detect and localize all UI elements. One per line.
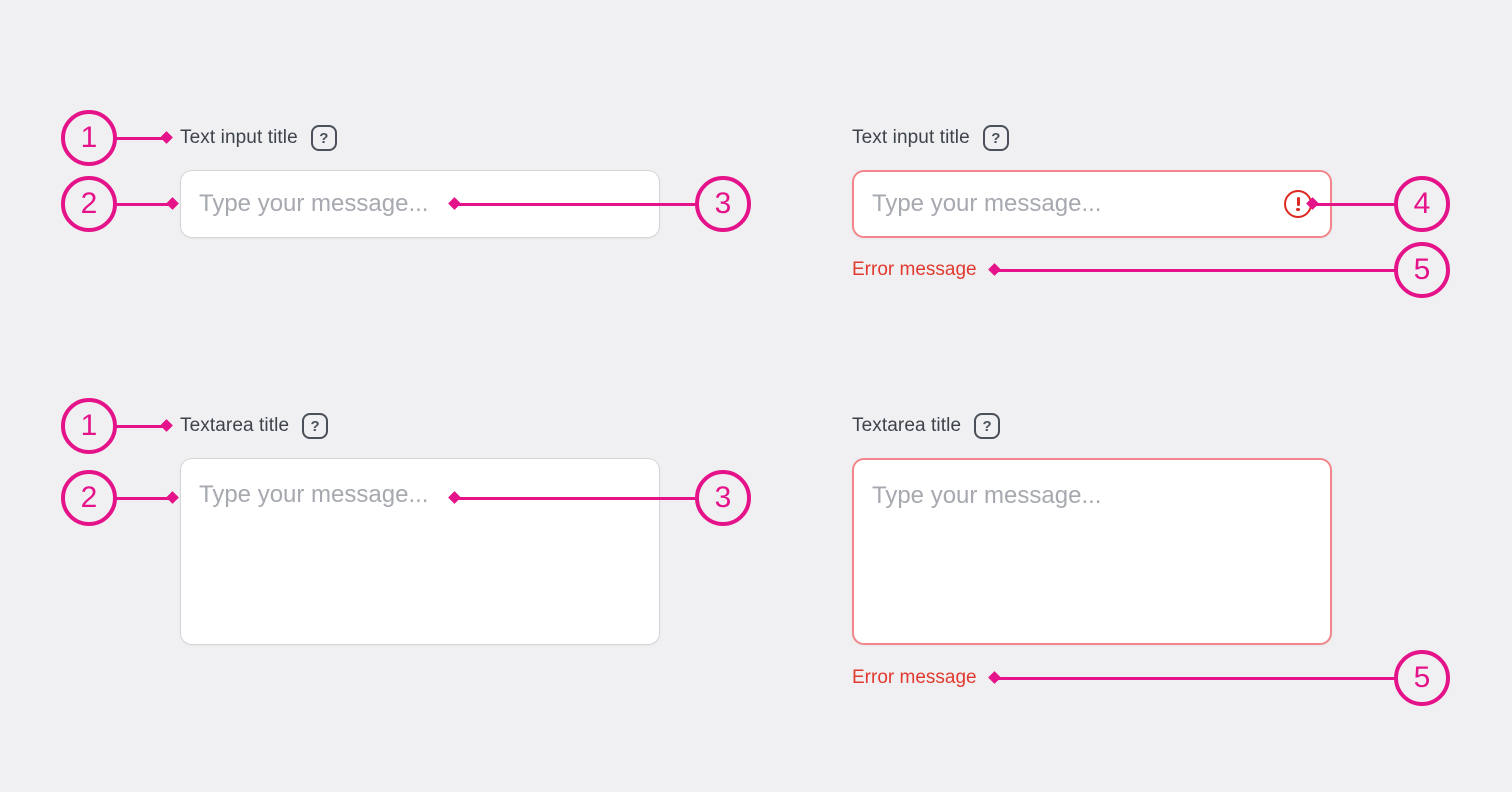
marker-number: 5 (1413, 253, 1431, 286)
error-message: Error message (852, 667, 977, 688)
annotation-line (115, 203, 172, 206)
marker-number: 3 (714, 187, 732, 220)
annotation-marker-5: 5 (1394, 650, 1450, 706)
annotation-line (995, 677, 1395, 680)
annotation-line (1313, 203, 1395, 206)
annotation-line (115, 425, 167, 428)
textarea-error-wrap (852, 458, 1332, 645)
field-label: Text input title (852, 127, 970, 148)
annotation-marker-3: 3 (695, 470, 751, 526)
marker-number: 2 (80, 187, 98, 220)
annotation-marker-1: 1 (61, 398, 117, 454)
field-label-row: Textarea title ? (180, 412, 329, 440)
text-input-error-wrap (852, 170, 1332, 238)
help-icon[interactable]: ? (302, 413, 329, 439)
help-icon-glyph: ? (982, 417, 992, 435)
text-input-error[interactable] (852, 170, 1332, 238)
annotation-line (455, 203, 696, 206)
annotation-line (115, 497, 172, 500)
field-label-row: Text input title ? (852, 124, 1009, 152)
annotation-diamond (166, 491, 179, 504)
help-icon[interactable]: ? (974, 413, 1001, 439)
annotation-marker-4: 4 (1394, 176, 1450, 232)
error-message: Error message (852, 259, 977, 280)
marker-number: 1 (80, 409, 98, 442)
annotation-line (115, 137, 167, 140)
annotation-marker-3: 3 (695, 176, 751, 232)
annotation-marker-5: 5 (1394, 242, 1450, 298)
help-icon-glyph: ? (991, 129, 1001, 147)
annotation-marker-2: 2 (61, 176, 117, 232)
annotation-marker-2: 2 (61, 470, 117, 526)
field-label: Textarea title (180, 415, 290, 436)
help-icon[interactable]: ? (310, 125, 337, 151)
textarea-default-wrap (180, 458, 660, 645)
marker-number: 4 (1413, 187, 1431, 220)
annotation-diamond (160, 131, 173, 144)
help-icon[interactable]: ? (982, 125, 1009, 151)
textarea-default[interactable] (180, 458, 660, 645)
field-label: Textarea title (852, 415, 962, 436)
marker-number: 3 (714, 481, 732, 514)
textarea-error[interactable] (852, 458, 1332, 645)
annotation-marker-1: 1 (61, 110, 117, 166)
help-icon-glyph: ? (310, 417, 320, 435)
annotation-diamond (988, 671, 1001, 684)
field-label-row: Textarea title ? (852, 412, 1001, 440)
annotation-line (455, 497, 696, 500)
annotation-diamond (988, 263, 1001, 276)
marker-number: 5 (1413, 661, 1431, 694)
annotation-diamond (160, 419, 173, 432)
error-alert-icon-dot (1296, 207, 1300, 212)
marker-number: 1 (80, 121, 98, 154)
marker-number: 2 (80, 481, 98, 514)
annotation-diamond (166, 197, 179, 210)
field-label-row: Text input title ? (180, 124, 337, 152)
annotation-line (995, 269, 1395, 272)
help-icon-glyph: ? (319, 129, 329, 147)
error-alert-icon-bar (1296, 196, 1300, 206)
field-label: Text input title (180, 127, 298, 148)
